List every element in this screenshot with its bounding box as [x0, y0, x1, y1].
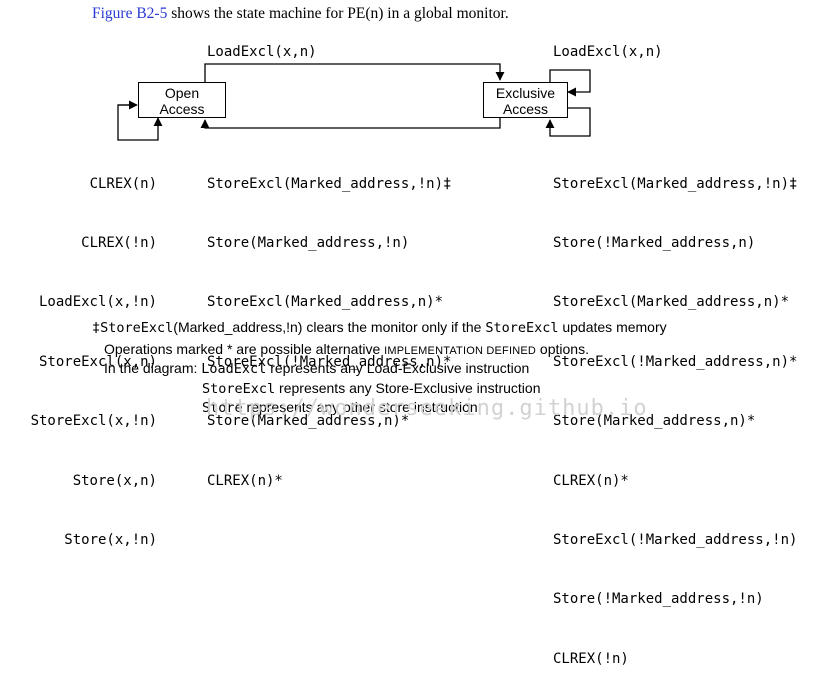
list-item: StoreExcl(Marked_address,!n)‡ — [553, 175, 798, 192]
list-item: StoreExcl(!Marked_address,n)* — [207, 353, 452, 370]
list-item: StoreExcl(x,!n) — [30, 413, 157, 430]
note-legend-end: represents any Store-Exclusive instructi… — [275, 380, 541, 396]
label-exclusive-self-loop-top: LoadExcl(x,n) — [553, 44, 663, 60]
figure-reference-link[interactable]: Figure B2-5 — [92, 5, 168, 22]
list-item: CLREX(n) — [89, 175, 157, 192]
note-legend-code: LoadExcl — [201, 361, 267, 377]
note-dagger: ‡StoreExcl(Marked_address,!n) clears the… — [92, 318, 667, 339]
arrow-open-to-exclusive — [204, 63, 505, 82]
list-item: StoreExcl(Marked_address,n)* — [207, 294, 444, 311]
list-item: StoreExcl(!Marked_address,n)* — [553, 353, 798, 370]
arrow-exclusive-top-self-loop — [549, 69, 591, 97]
note-dagger-code2: StoreExcl — [485, 320, 559, 336]
note-dagger-code: ‡StoreExcl — [92, 320, 174, 336]
note-dagger-text: (Marked_address,!n) clears the monitor o… — [173, 319, 486, 335]
note-impl-end: options. — [536, 341, 589, 357]
list-item: Store(x,!n) — [64, 531, 157, 548]
note-impl-smallcaps: IMPLEMENTATION DEFINED — [384, 345, 537, 357]
note-legend-end: represents any Load-Exclusive instructio… — [266, 360, 530, 376]
note-legend-start: In the diagram: — [104, 360, 202, 376]
state-diagram-arrows — [117, 63, 591, 141]
note-legend-loadexcl: In the diagram: LoadExcl represents any … — [104, 359, 529, 380]
note-legend-storeexcl: StoreExcl represents any Store-Exclusive… — [202, 379, 541, 400]
note-legend-end: represents any other store instruction. — [242, 399, 482, 415]
note-legend-code: Store — [202, 400, 243, 416]
list-item: CLREX(n)* — [553, 472, 629, 489]
state-open-line2: Access — [159, 101, 205, 117]
list-item: CLREX(n)* — [207, 472, 283, 489]
watermark-url: https://wonderseeking.github.io — [206, 396, 648, 421]
note-implementation-defined: Operations marked * are possible alterna… — [104, 340, 589, 362]
list-item: StoreExcl(!Marked_address,!n) — [553, 531, 798, 548]
list-item: StoreExcl(x,n) — [38, 353, 157, 370]
arrow-exclusive-to-open — [200, 117, 501, 129]
list-item: StoreExcl(Marked_address,n)* — [553, 294, 790, 311]
list-item: CLREX(!n) — [553, 650, 629, 667]
arrow-exclusive-bottom-self-loop — [545, 107, 591, 137]
intro-sentence: Figure B2-5 shows the state machine for … — [92, 5, 509, 23]
note-legend-store: Store represents any other store instruc… — [202, 398, 482, 419]
note-impl-start: Operations marked * are possible alterna… — [104, 341, 385, 357]
list-item: Store(!Marked_address,n) — [553, 234, 756, 251]
list-item: CLREX(!n) — [81, 234, 157, 251]
state-exclusive-line1: Exclusive — [495, 85, 556, 101]
list-item: Store(Marked_address,!n) — [207, 234, 410, 251]
list-item: Store(!Marked_address,!n) — [553, 591, 764, 608]
note-dagger-end: updates memory — [558, 319, 667, 335]
label-open-to-exclusive: LoadExcl(x,n) — [207, 44, 317, 60]
state-exclusive-line2: Access — [502, 101, 549, 117]
note-legend-code: StoreExcl — [202, 381, 276, 397]
state-open-line1: Open — [164, 85, 200, 101]
list-item: LoadExcl(x,!n) — [38, 294, 157, 311]
list-item: StoreExcl(Marked_address,!n)‡ — [207, 175, 452, 192]
state-exclusive-access: Exclusive Access — [483, 82, 568, 118]
state-open-access: Open Access — [138, 82, 226, 118]
list-item: Store(x,n) — [72, 472, 157, 489]
intro-text: shows the state machine for PE(n) in a g… — [167, 5, 509, 22]
